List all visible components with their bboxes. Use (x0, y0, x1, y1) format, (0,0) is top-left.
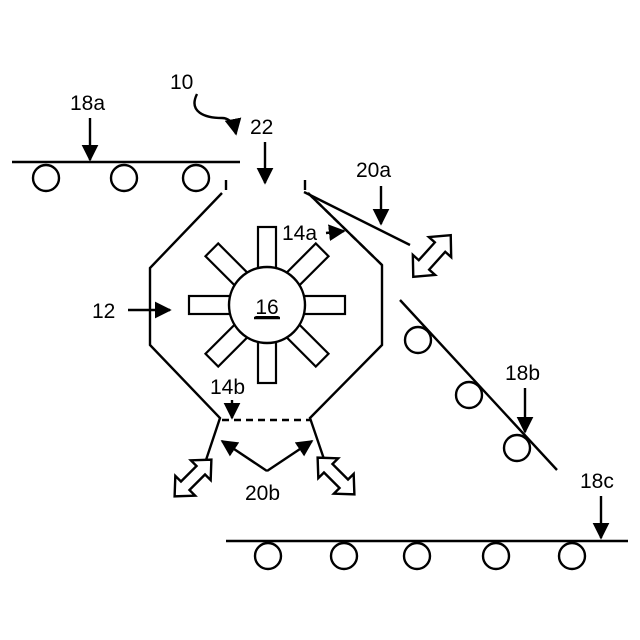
housing-wall-right (308, 193, 382, 462)
conveyor-top-roller (183, 165, 209, 191)
label-conveyor-top: 18a (70, 92, 105, 115)
conveyor-incline (400, 300, 557, 470)
rotor-blade (258, 227, 276, 271)
label-conveyor-incline: 18b (505, 362, 540, 385)
conveyor-top-roller (33, 165, 59, 191)
conveyor-bottom-roller (404, 543, 430, 569)
label-upper-opening: 14a (282, 222, 317, 245)
label-airflow-lower: 20b (245, 482, 280, 505)
label-housing: 12 (92, 300, 115, 323)
conveyor-incline-roller (504, 435, 530, 461)
conveyor-bottom (226, 541, 628, 569)
rotor-blade (189, 296, 233, 314)
conveyor-bottom-roller (255, 543, 281, 569)
conveyor-bottom-roller (483, 543, 509, 569)
label-conveyor-bottom: 18c (580, 470, 614, 493)
label-airflow-lower-pointer-left (222, 441, 267, 471)
label-system-pointer (195, 94, 236, 134)
conveyor-top-roller (111, 165, 137, 191)
label-airflow-upper: 20a (356, 159, 391, 182)
housing-wall-left (150, 193, 222, 472)
label-system: 10 (170, 71, 193, 94)
label-airflow-lower-pointer-right (267, 441, 312, 471)
airflow-arrow-lower-left (165, 450, 222, 507)
double-arrow-icon (402, 225, 462, 287)
label-lower-opening: 14b (210, 376, 245, 399)
label-inlet: 22 (250, 116, 273, 139)
rotor-blade (301, 296, 345, 314)
conveyor-bottom-roller (559, 543, 585, 569)
label-upper-opening-pointer (326, 231, 344, 233)
conveyor-bottom-roller (331, 543, 357, 569)
conveyor-incline-roller (456, 382, 482, 408)
airflow-arrow-lower-right (308, 448, 365, 505)
rotor-blade (258, 339, 276, 383)
double-arrow-icon (308, 448, 365, 505)
air-deflector-upper (304, 192, 410, 245)
label-rotor: 16 (255, 296, 278, 319)
double-arrow-icon (165, 450, 222, 507)
conveyor-incline-roller (405, 327, 431, 353)
conveyor-top (12, 162, 240, 191)
airflow-arrow-upper (402, 225, 462, 287)
